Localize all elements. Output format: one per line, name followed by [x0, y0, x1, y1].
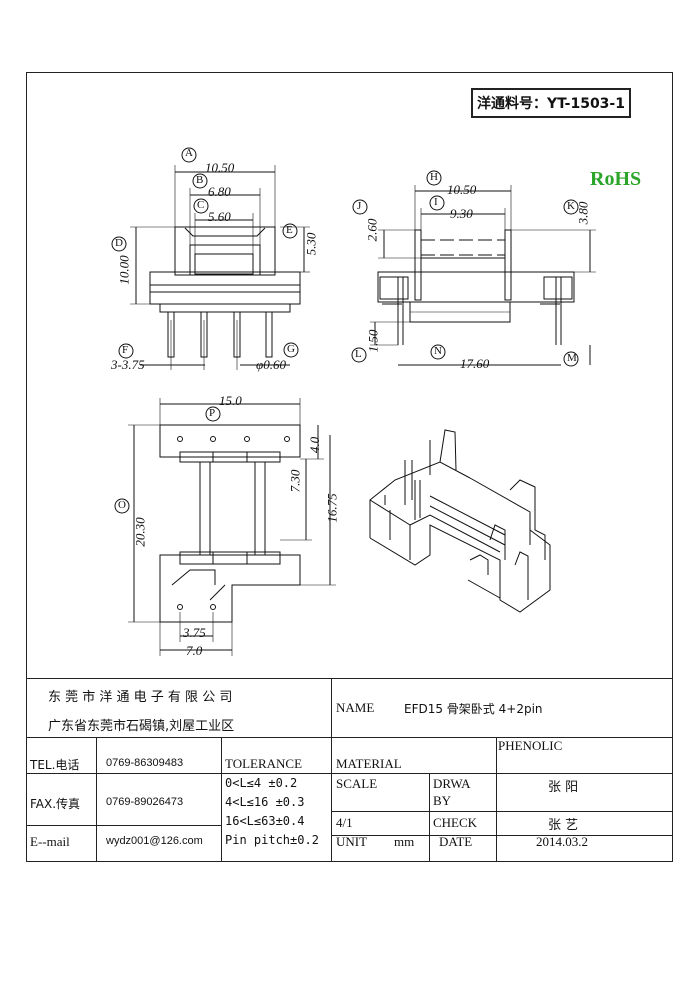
dim-label-i: I: [434, 196, 438, 208]
drawn-label-2: BY: [433, 793, 452, 808]
side-view: [351, 170, 596, 367]
dim-label-e: E: [286, 224, 293, 236]
unit-label: UNIT: [336, 834, 368, 849]
tel-label: TEL.电话: [30, 758, 80, 772]
company-address: 广东省东莞市石碣镇,刘屋工业区: [48, 719, 235, 734]
dim-label-n: N: [434, 345, 442, 357]
dim-n-value: 17.60: [460, 356, 490, 371]
unit-value: mm: [394, 834, 415, 849]
material-label: MATERIAL: [336, 756, 402, 771]
tolerance-range-1: 0<L≤4 ±0.2: [225, 776, 298, 790]
name-value: EFD15 骨架卧式 4+2pin: [404, 702, 543, 716]
dim-l-value: 1.50: [365, 329, 381, 353]
dim-label-m: M: [567, 352, 577, 364]
dim-label-b: B: [196, 174, 204, 186]
tolerance-label: TOLERANCE: [225, 756, 303, 771]
dim-e-value: 5.30: [303, 232, 319, 256]
date-label: DATE: [439, 834, 473, 849]
dim-label-j: J: [357, 200, 362, 212]
dim-label-d: D: [115, 237, 123, 249]
check-value: 张 艺: [548, 818, 579, 833]
dim-label-h: H: [430, 171, 438, 183]
date-value: 2014.03.2: [536, 834, 588, 849]
drawn-value: 张 阳: [548, 780, 579, 795]
tel-value: 0769-86309483: [106, 757, 184, 769]
dim-730-value: 7.30: [287, 469, 303, 493]
dim-70-value: 7.0: [186, 643, 203, 658]
isometric-view: [369, 429, 551, 613]
dim-label-k: K: [567, 200, 575, 212]
dim-4-value: 4.0: [307, 436, 323, 454]
dim-1675-value: 16.75: [324, 493, 340, 523]
dim-label-g: G: [287, 343, 295, 355]
dim-a-value: 10.50: [205, 160, 235, 175]
fax-label: FAX.传真: [30, 797, 81, 811]
bottom-view: [114, 398, 336, 656]
dim-label-o: O: [118, 499, 126, 511]
dim-b-value: 6.80: [208, 184, 231, 199]
company-name: 东 莞 市 洋 通 电 子 有 限 公 司: [48, 690, 233, 705]
dim-o-value: 20.30: [132, 517, 148, 547]
material-value: PHENOLIC: [498, 738, 563, 753]
title-block: 东 莞 市 洋 通 电 子 有 限 公 司 广东省东莞市石碣镇,刘屋工业区 NA…: [26, 678, 673, 862]
tolerance-pin-pitch: Pin pitch±0.2: [225, 833, 319, 847]
dim-c-value: 5.60: [208, 209, 231, 224]
tolerance-range-2: 4<L≤16 ±0.3: [225, 795, 305, 809]
dim-g-value: φ0.60: [256, 357, 286, 372]
dim-label-p: P: [209, 407, 216, 419]
dim-d-value: 10.00: [116, 255, 132, 285]
drawn-label-1: DRWA: [433, 776, 471, 791]
dim-label-c: C: [197, 199, 205, 211]
email-value: wydz001@126.com: [106, 835, 203, 847]
dim-j-value: 2.60: [364, 218, 380, 242]
rohs-mark: RoHS: [590, 168, 642, 190]
scale-label: SCALE: [336, 776, 378, 791]
dim-label-a: A: [185, 147, 193, 159]
dim-p-value: 15.0: [219, 393, 242, 408]
email-label: E--mail: [30, 834, 70, 849]
fax-value: 0769-89026473: [106, 796, 184, 808]
tolerance-range-3: 16<L≤63±0.4: [225, 814, 305, 828]
name-label: NAME: [336, 700, 375, 715]
dim-k-value: 3.80: [575, 201, 591, 225]
front-view: [111, 147, 310, 370]
part-number-box: 洋通料号：YT-1503-1: [471, 88, 631, 118]
dim-i-value: 9.30: [450, 206, 473, 221]
scale-value: 4/1: [336, 815, 353, 830]
dim-label-f: F: [122, 344, 129, 356]
dim-label-l: L: [355, 348, 362, 360]
dim-h-value: 10.50: [447, 182, 477, 197]
check-label: CHECK: [433, 815, 478, 830]
dim-f-value: 3-3.75: [111, 357, 145, 372]
dim-375-value: 3.75: [183, 625, 206, 640]
